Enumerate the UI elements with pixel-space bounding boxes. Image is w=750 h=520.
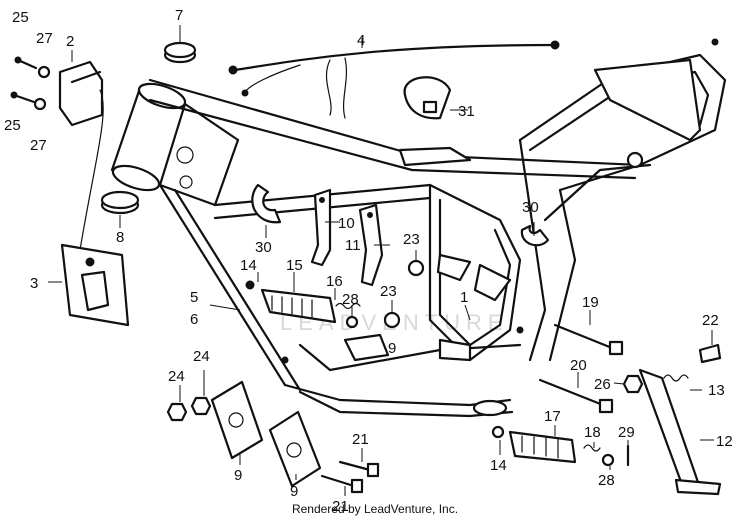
collar [383,259,425,329]
stand-spring [663,374,689,382]
callout-30: 30 [522,199,539,216]
callout-21: 21 [332,498,349,515]
callout-9: 9 [234,467,242,484]
engine-bracket [310,188,384,287]
frame-clamp [251,183,550,247]
side-stand [638,368,722,496]
callout-22: 22 [702,312,719,329]
callout-8: 8 [116,229,124,246]
frame-body [110,38,727,418]
stand-pivot-bolt [698,343,722,364]
ignition-coil [58,60,104,251]
callout-18: 18 [584,424,601,441]
footer-credit: Rendered by LeadVenture, Inc. [291,502,459,516]
callout-28: 28 [342,291,359,308]
callout-11: 11 [345,237,361,254]
bolt [320,460,380,494]
callouts: 25 27 2 7 4 31 25 27 8 3 10 11 30 30 23 … [4,7,733,515]
callout-5: 5 [190,289,198,306]
long-bolt [538,323,624,414]
callout-25: 25 [12,9,29,26]
cdi-unit [60,243,130,327]
callout-26: 26 [594,376,611,393]
footpeg-left [245,280,337,324]
footpeg-mount [343,333,390,362]
callout-10: 10 [338,215,355,232]
callout-14: 14 [240,257,257,274]
leader-lines [48,25,714,496]
callout-27: 27 [30,137,47,154]
callout-15: 15 [286,257,303,274]
callout-6: 6 [190,311,198,328]
callout-23: 23 [380,283,397,300]
callout-29: 29 [618,424,635,441]
callout-20: 20 [570,357,587,374]
bearing-race-bottom [100,190,140,215]
bearing-race-top [163,41,197,64]
callout-4: 4 [357,32,365,49]
callout-28: 28 [598,472,615,489]
rubber-clamp [403,76,452,120]
callout-21: 21 [352,431,369,448]
callout-9: 9 [388,340,396,357]
callout-7: 7 [175,7,183,24]
callout-12: 12 [716,433,733,450]
callout-24: 24 [168,368,185,385]
wire-harness [228,40,560,119]
callout-19: 19 [582,294,599,311]
callout-31: 31 [458,103,475,120]
callout-24: 24 [193,348,210,365]
callout-9: 9 [290,483,298,500]
callout-2: 2 [66,33,74,50]
footpeg-right [491,425,577,464]
coil-bolt [10,56,51,111]
callout-16: 16 [326,273,343,290]
callout-27: 27 [36,30,53,47]
engine-plate [210,380,322,488]
spring [583,444,630,467]
callout-1: 1 [460,289,468,306]
footpeg-spring [335,302,361,329]
callout-14: 14 [490,457,507,474]
callout-25: 25 [4,117,21,134]
callout-30: 30 [255,239,272,256]
callout-23: 23 [403,231,420,248]
callout-17: 17 [544,408,561,425]
nut [166,374,644,422]
callout-3: 3 [30,275,38,292]
callout-13: 13 [708,382,725,399]
